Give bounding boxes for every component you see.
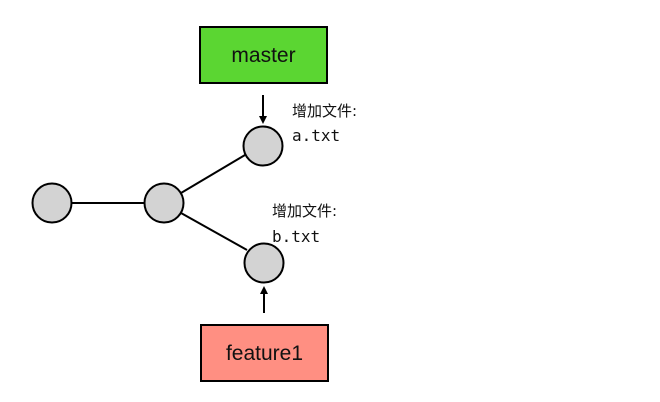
note-top-title: 增加文件: [292,102,357,120]
commit-node-2 [143,182,185,224]
master-branch-label: master [231,44,295,67]
commit-node-3 [242,125,284,167]
edge-c2-c3 [180,154,246,194]
feature1-branch-label: feature1 [226,342,303,365]
edge-c2-c4 [180,212,248,251]
note-bottom-title: 增加文件: [272,202,337,220]
commit-node-4 [243,242,285,284]
note-bottom-file: b.txt [272,227,320,246]
commit-node-1 [31,182,73,224]
note-top-file: a.txt [292,126,340,145]
feature1-branch-box [200,324,329,382]
master-branch-box [199,26,328,84]
